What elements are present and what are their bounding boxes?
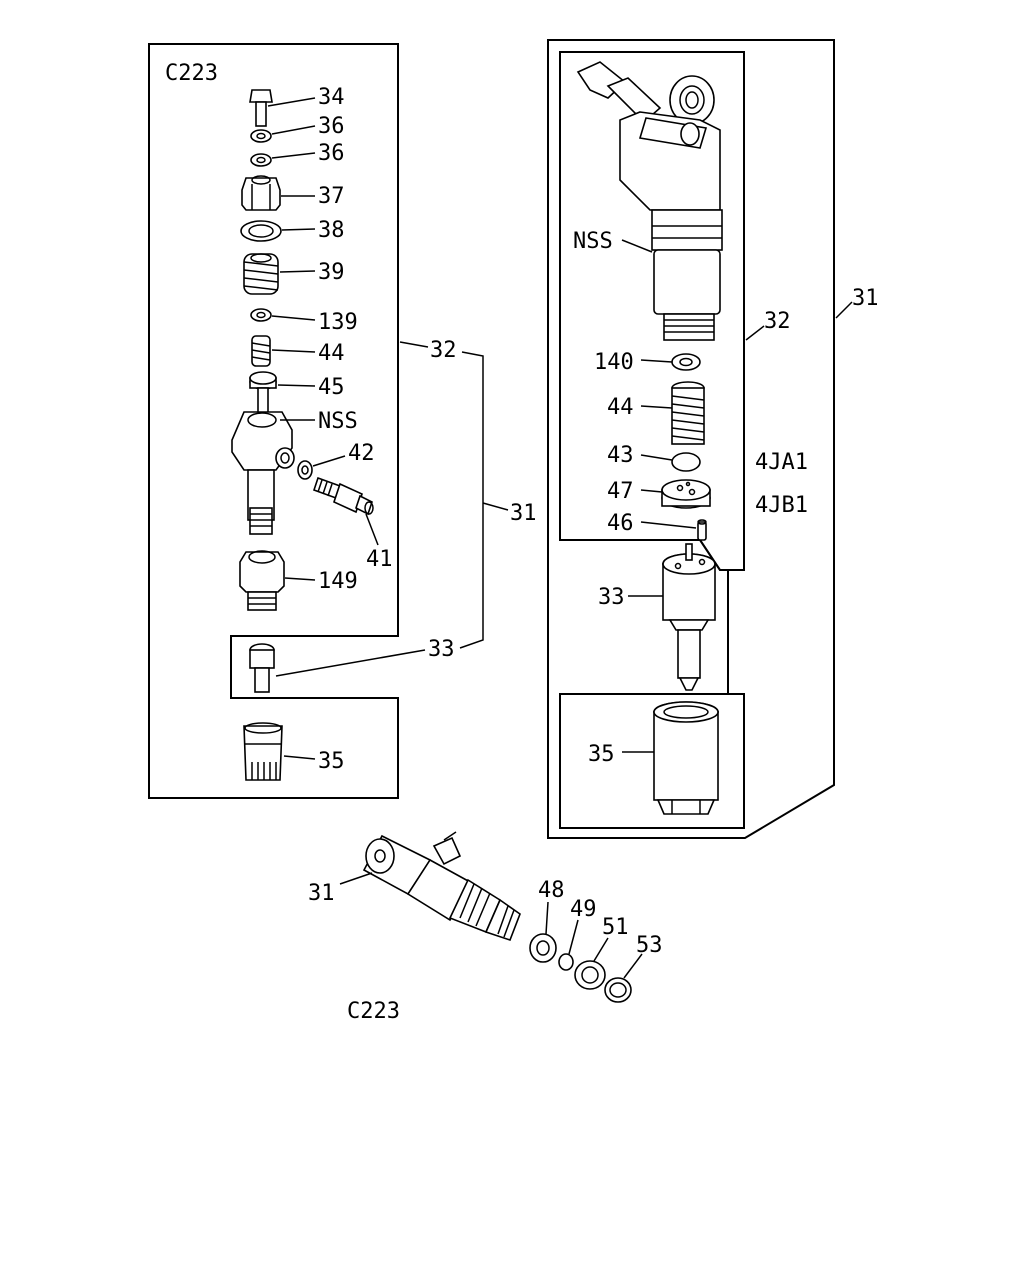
injector-assembly-31 bbox=[362, 831, 521, 942]
washer-53 bbox=[604, 977, 632, 1003]
label-36b: 36 bbox=[318, 141, 345, 166]
label-38: 38 bbox=[318, 218, 345, 243]
label-51: 51 bbox=[602, 915, 629, 940]
label-44-right: 44 bbox=[607, 395, 634, 420]
label-36a: 36 bbox=[318, 114, 345, 139]
distance-piece-47 bbox=[661, 479, 711, 509]
label-44: 44 bbox=[318, 341, 345, 366]
injector-body-nss bbox=[231, 411, 295, 535]
label-31-left: 31 bbox=[510, 501, 537, 526]
bottom-assembly: 31 48 49 51 53 C223 bbox=[308, 831, 663, 1024]
left-panel-frame bbox=[148, 43, 399, 799]
label-32-left: 32 bbox=[430, 338, 457, 363]
left-panel-code: C223 bbox=[165, 61, 218, 86]
bolt-41 bbox=[312, 476, 374, 516]
nut-37 bbox=[241, 175, 281, 211]
label-46: 46 bbox=[607, 511, 634, 536]
pushrod-45 bbox=[249, 371, 277, 433]
right-panel-outer-frame bbox=[547, 39, 835, 839]
label-31-right: 31 bbox=[852, 286, 879, 311]
shim-139 bbox=[250, 308, 272, 322]
spring-39 bbox=[243, 253, 279, 295]
adaptor-149 bbox=[239, 550, 285, 611]
oring-49 bbox=[558, 953, 574, 971]
label-139: 139 bbox=[318, 310, 358, 335]
nozzle-nut-35-right bbox=[653, 701, 719, 815]
left-panel: C223 34 36 36 37 38 bbox=[148, 43, 537, 799]
injector-holder-nss bbox=[576, 61, 723, 341]
label-140: 140 bbox=[594, 350, 634, 375]
nozzle-33-right bbox=[662, 543, 716, 691]
bolt-34 bbox=[249, 89, 273, 127]
washer-48 bbox=[529, 933, 557, 963]
washer-36b bbox=[250, 153, 272, 167]
label-nss-left: NSS bbox=[318, 409, 358, 434]
washer-36a bbox=[250, 129, 272, 143]
model-code-4ja1: 4JA1 bbox=[755, 450, 808, 475]
label-33-left: 33 bbox=[428, 637, 455, 662]
nozzle-33-left bbox=[249, 643, 275, 693]
label-42: 42 bbox=[348, 441, 375, 466]
label-31-bottom: 31 bbox=[308, 881, 335, 906]
washer-42 bbox=[297, 460, 313, 480]
label-48: 48 bbox=[538, 878, 565, 903]
label-35-left: 35 bbox=[318, 749, 345, 774]
label-53: 53 bbox=[636, 933, 663, 958]
label-nss-right: NSS bbox=[573, 229, 613, 254]
label-35-right: 35 bbox=[588, 742, 615, 767]
shim-140 bbox=[671, 353, 701, 371]
label-37: 37 bbox=[318, 184, 345, 209]
label-39: 39 bbox=[318, 260, 345, 285]
label-32-right: 32 bbox=[764, 309, 791, 334]
bottom-code: C223 bbox=[347, 999, 400, 1024]
nozzle-nut-35-left bbox=[243, 722, 283, 781]
label-45: 45 bbox=[318, 375, 345, 400]
label-47: 47 bbox=[607, 479, 634, 504]
label-149: 149 bbox=[318, 569, 358, 594]
label-43: 43 bbox=[607, 443, 634, 468]
washer-38 bbox=[240, 220, 282, 242]
pin-46 bbox=[697, 519, 707, 541]
right-panel: NSS 140 44 43 bbox=[547, 39, 879, 839]
seal-51 bbox=[574, 960, 606, 990]
spacer-43 bbox=[671, 452, 701, 472]
model-code-4jb1: 4JB1 bbox=[755, 493, 808, 518]
label-34: 34 bbox=[318, 85, 345, 110]
spring-44-right bbox=[671, 381, 705, 445]
spring-44 bbox=[251, 335, 271, 367]
label-41: 41 bbox=[366, 547, 393, 572]
label-49: 49 bbox=[570, 897, 597, 922]
label-33-right: 33 bbox=[598, 585, 625, 610]
right-panel-lower-frame bbox=[559, 693, 745, 829]
